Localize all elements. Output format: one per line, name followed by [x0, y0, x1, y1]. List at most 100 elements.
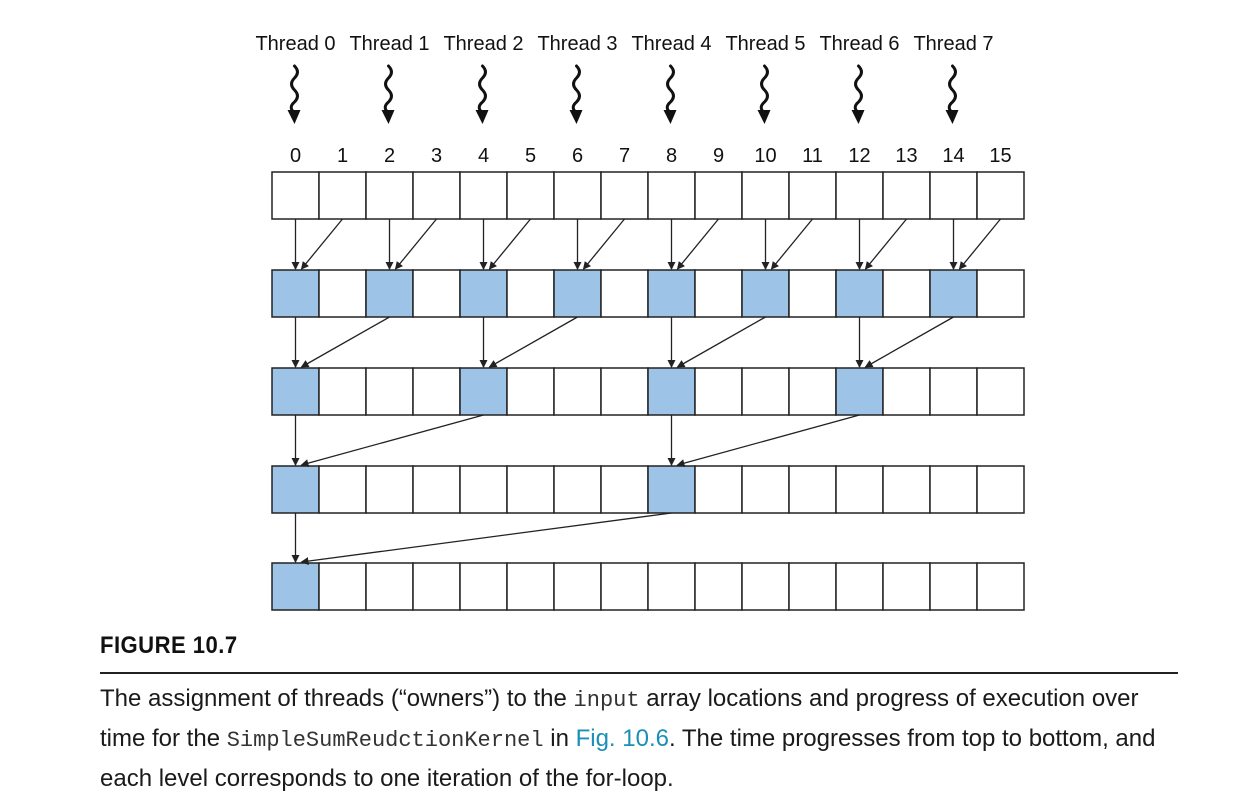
array-cell	[318, 562, 367, 611]
array-cell	[741, 171, 790, 220]
array-cell	[694, 269, 743, 318]
array-cell	[694, 465, 743, 514]
array-cell	[506, 562, 555, 611]
reduction-arrow	[864, 218, 908, 270]
level-row	[271, 465, 1025, 514]
array-cell	[976, 465, 1025, 514]
reduction-arrow	[300, 316, 390, 368]
array-cell	[600, 367, 649, 416]
active-cell	[271, 465, 320, 514]
array-cell	[882, 465, 931, 514]
thread-label: Thread 4	[631, 33, 711, 55]
thread-squiggle-icon	[851, 64, 865, 124]
array-cell	[788, 367, 837, 416]
array-cell	[553, 465, 602, 514]
array-cell	[976, 269, 1025, 318]
caption-figure-link[interactable]: Fig. 10.6	[575, 725, 669, 752]
array-cell	[647, 171, 696, 220]
array-cell	[553, 562, 602, 611]
array-cell	[835, 562, 884, 611]
array-cell	[459, 562, 508, 611]
index-label: 7	[619, 145, 630, 167]
reduction-arrow	[676, 414, 860, 468]
array-cell	[412, 465, 461, 514]
level-row	[271, 367, 1025, 416]
array-cell	[788, 171, 837, 220]
caption-text: . The time progresses from top to bottom…	[100, 725, 1156, 792]
figure-rule	[100, 672, 1178, 674]
reduction-arrow	[770, 218, 814, 270]
thread-squiggle-icon	[663, 64, 677, 124]
thread-squiggle-icon	[945, 64, 959, 124]
active-cell	[835, 269, 884, 318]
array-cell	[600, 465, 649, 514]
array-cell	[929, 171, 978, 220]
array-cell	[694, 171, 743, 220]
active-cell	[271, 562, 320, 611]
thread-squiggle-icon	[381, 64, 395, 124]
array-cell	[882, 367, 931, 416]
array-cell	[365, 562, 414, 611]
thread-squiggle-icon	[287, 64, 301, 124]
index-label: 9	[713, 145, 724, 167]
array-cell	[741, 562, 790, 611]
reduction-arrow	[958, 218, 1002, 270]
reduction-arrow	[676, 218, 720, 270]
array-cell	[506, 465, 555, 514]
caption-text: array locations and progress of executio…	[100, 685, 1139, 752]
active-cell	[741, 269, 790, 318]
array-cell	[976, 562, 1025, 611]
index-label: 14	[942, 145, 964, 167]
array-cell	[788, 562, 837, 611]
array-cell	[741, 465, 790, 514]
array-cell	[694, 562, 743, 611]
array-cell	[459, 465, 508, 514]
array-cell	[600, 171, 649, 220]
figure-caption: The assignment of threads (“owners”) to …	[100, 680, 1190, 798]
thread-label: Thread 6	[819, 33, 899, 55]
array-cell	[459, 171, 508, 220]
array-cell	[882, 269, 931, 318]
array-cell	[365, 171, 414, 220]
array-cell	[412, 171, 461, 220]
array-cell	[835, 171, 884, 220]
level-row	[271, 171, 1025, 220]
array-cell	[506, 367, 555, 416]
array-cell	[271, 171, 320, 220]
array-cell	[929, 465, 978, 514]
reduction-arrow	[394, 218, 438, 270]
array-cell	[318, 367, 367, 416]
array-cell	[647, 562, 696, 611]
thread-label: Thread 2	[443, 33, 523, 55]
active-cell	[553, 269, 602, 318]
thread-squiggle-icon	[569, 64, 583, 124]
active-cell	[459, 269, 508, 318]
reduction-arrow	[300, 414, 484, 468]
reduction-arrow	[300, 218, 344, 270]
reduction-arrow	[864, 316, 954, 368]
index-label: 0	[290, 145, 301, 167]
active-cell	[271, 269, 320, 318]
figure-title: FIGURE 10.7	[100, 632, 238, 659]
reduction-arrow	[300, 512, 672, 566]
array-cell	[318, 171, 367, 220]
active-cell	[647, 465, 696, 514]
thread-label: Thread 0	[255, 33, 335, 55]
array-cell	[365, 367, 414, 416]
array-cell	[506, 269, 555, 318]
caption-code-kernel: SimpleSumReudctionKernel	[226, 728, 544, 753]
array-cell	[741, 367, 790, 416]
array-cell	[553, 171, 602, 220]
index-label: 8	[666, 145, 677, 167]
array-cell	[318, 465, 367, 514]
active-cell	[835, 367, 884, 416]
array-cell	[882, 562, 931, 611]
array-cell	[365, 465, 414, 514]
thread-label: Thread 5	[725, 33, 805, 55]
index-label: 13	[895, 145, 917, 167]
reduction-arrow	[676, 316, 766, 368]
array-cell	[318, 269, 367, 318]
caption-text: The assignment of threads (“owners”) to …	[100, 685, 574, 712]
active-cell	[271, 367, 320, 416]
array-cell	[412, 367, 461, 416]
